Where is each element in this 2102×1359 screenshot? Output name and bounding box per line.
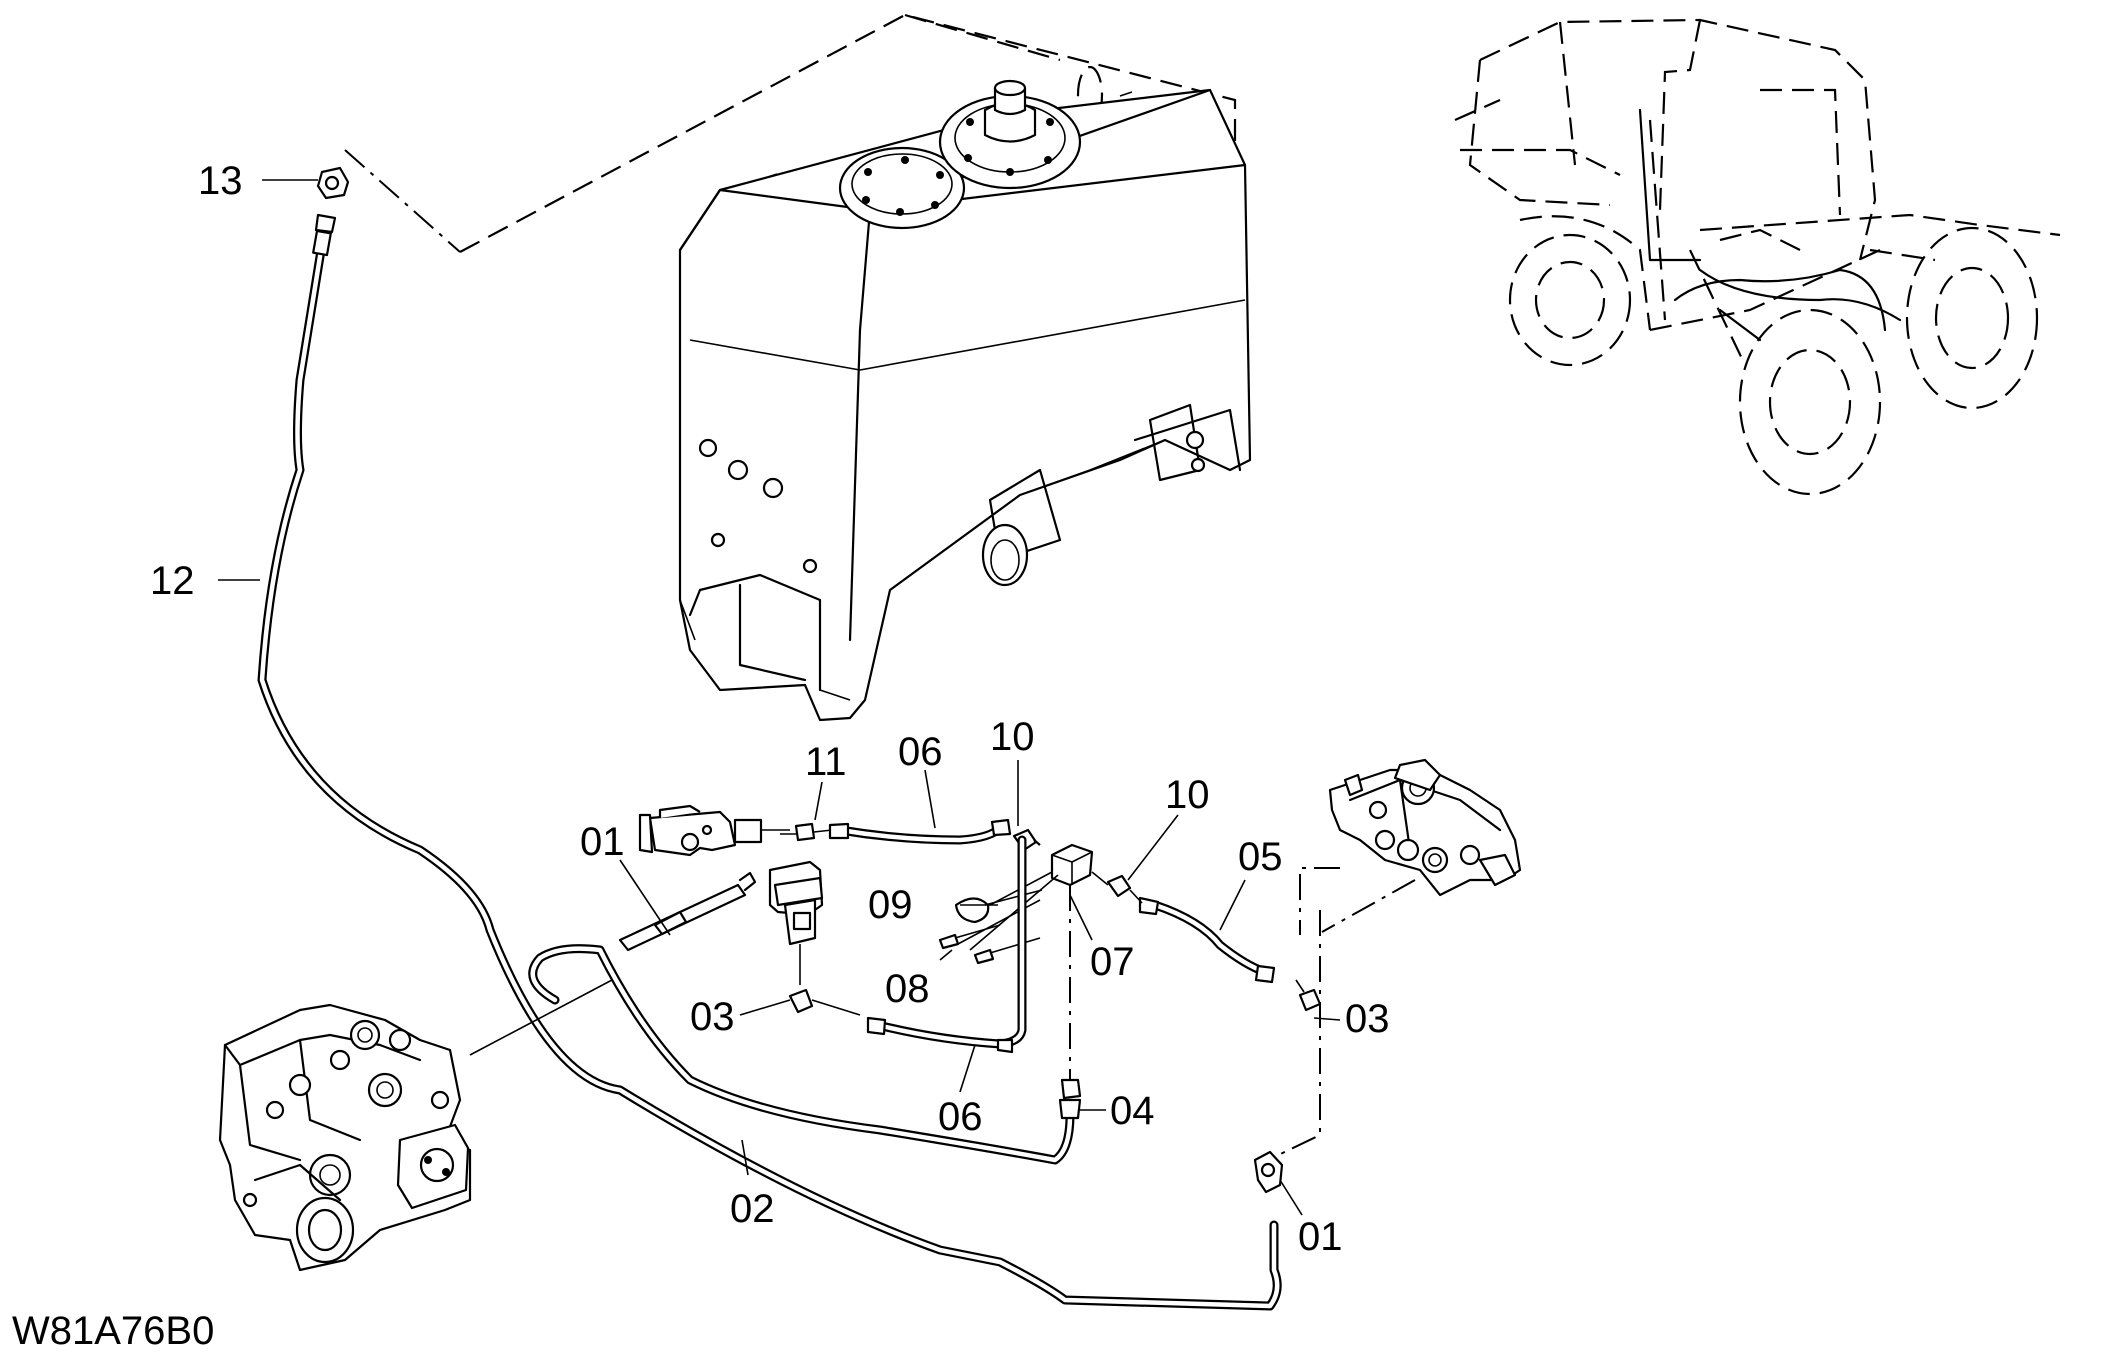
pump-assembly bbox=[218, 1003, 472, 1272]
callout-06-top: 06 bbox=[898, 730, 943, 774]
figure-code: W81A76B0 bbox=[12, 1309, 214, 1353]
callout-01-right: 01 bbox=[1298, 1215, 1343, 1259]
elbow-01-right bbox=[1253, 1150, 1284, 1194]
tee-03-left bbox=[788, 988, 861, 1016]
leader-lines bbox=[218, 179, 1341, 1216]
callout-04: 04 bbox=[1110, 1089, 1155, 1133]
callout-labels: 13 12 11 06 10 10 01 05 09 07 08 03 03 0… bbox=[12, 159, 1390, 1353]
hose-02 bbox=[528, 944, 1075, 1165]
pressure-switch bbox=[768, 860, 824, 985]
callout-13: 13 bbox=[198, 159, 243, 203]
callout-07: 07 bbox=[1090, 940, 1135, 984]
hydraulic-tank bbox=[459, 13, 1252, 722]
callout-03-right: 03 bbox=[1345, 997, 1390, 1041]
solenoid-valve bbox=[638, 804, 802, 857]
fitting-10-right bbox=[1091, 871, 1132, 898]
callout-12: 12 bbox=[150, 559, 195, 603]
callout-09: 09 bbox=[868, 883, 913, 927]
fitting-03-right bbox=[1295, 979, 1322, 1012]
callout-02: 02 bbox=[730, 1187, 775, 1231]
hose-06-top bbox=[828, 818, 1012, 845]
callout-11: 11 bbox=[805, 740, 847, 784]
hose-01-left bbox=[618, 871, 757, 952]
callout-05: 05 bbox=[1238, 835, 1283, 879]
callout-06-lower: 06 bbox=[938, 1095, 983, 1139]
fitting-04 bbox=[1058, 1078, 1082, 1120]
fitting-11 bbox=[794, 822, 833, 842]
callout-01-left: 01 bbox=[580, 820, 625, 864]
hose-06-lower bbox=[866, 835, 1027, 1054]
callout-10-right: 10 bbox=[1165, 773, 1210, 817]
fitting-13 bbox=[316, 166, 350, 200]
loader-outline bbox=[1454, 18, 2061, 496]
callout-03-left: 03 bbox=[690, 995, 735, 1039]
hose-12 bbox=[257, 213, 1282, 1311]
hose-05 bbox=[1129, 889, 1276, 984]
callout-08: 08 bbox=[885, 967, 930, 1011]
callout-10-left: 10 bbox=[990, 715, 1035, 759]
block-07 bbox=[1050, 843, 1094, 887]
valve-block-right bbox=[1328, 758, 1522, 897]
